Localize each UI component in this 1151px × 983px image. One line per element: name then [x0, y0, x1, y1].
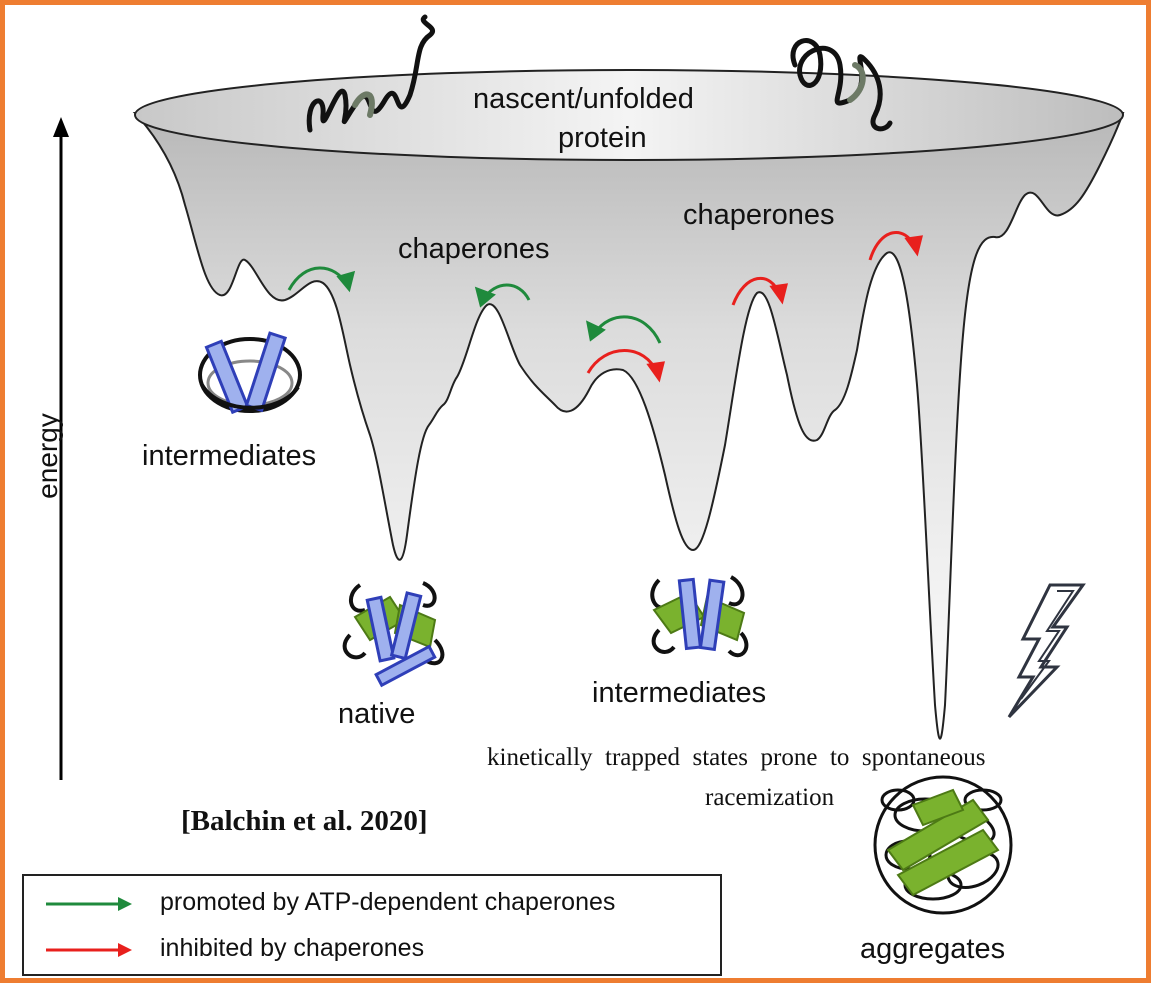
- inhibited-arrow: [868, 231, 923, 261]
- promoted-arrow: [585, 315, 662, 344]
- legend-item-promoted: promoted by ATP-dependent chaperones: [24, 884, 720, 924]
- lightning-icon: [1007, 583, 1086, 719]
- axis-label: energy: [32, 413, 63, 499]
- top-label-line-2: protein: [558, 122, 647, 154]
- chaperones-label-left: chaperones: [398, 233, 550, 265]
- promoted-arrow: [287, 266, 356, 293]
- chaperones-label-right: chaperones: [683, 199, 835, 231]
- intermediate-protein-icon: [650, 575, 749, 658]
- legend: promoted by ATP-dependent chaperones inh…: [22, 874, 722, 976]
- legend-label-promoted: promoted by ATP-dependent chaperones: [160, 888, 616, 916]
- native-protein-icon: [342, 581, 445, 688]
- energy-landscape-figure: [53, 14, 1125, 915]
- trapped-states-line-1: kinetically trapped states prone to spon…: [487, 744, 986, 772]
- intermediates-label-center: intermediates: [592, 677, 767, 709]
- aggregates-label: aggregates: [860, 933, 1006, 965]
- funnel-surface: [132, 112, 1125, 740]
- trapped-states-line-2: racemization: [705, 784, 835, 811]
- promoted-arrow: [474, 283, 531, 308]
- protein-coil-icon: [790, 38, 893, 132]
- intermediates-label-left: intermediates: [142, 440, 317, 472]
- legend-item-inhibited: inhibited by chaperones: [24, 930, 720, 970]
- aggregate-icon: [873, 775, 1013, 915]
- green-arrow-icon: [46, 897, 132, 911]
- intermediate-protein-icon: [198, 331, 302, 415]
- protein-coil-icon: [306, 14, 435, 133]
- inhibited-arrow: [731, 277, 788, 306]
- top-label-line-1: nascent/unfolded: [473, 83, 694, 115]
- axis-arrowhead-icon: [53, 117, 69, 137]
- funnel-rim: [134, 69, 1124, 161]
- inhibited-arrow: [586, 349, 665, 383]
- native-label: native: [338, 698, 416, 730]
- red-arrow-icon: [46, 943, 132, 957]
- legend-label-inhibited: inhibited by chaperones: [160, 934, 425, 962]
- citation: [Balchin et al. 2020]: [181, 805, 428, 837]
- energy-axis: [53, 117, 69, 780]
